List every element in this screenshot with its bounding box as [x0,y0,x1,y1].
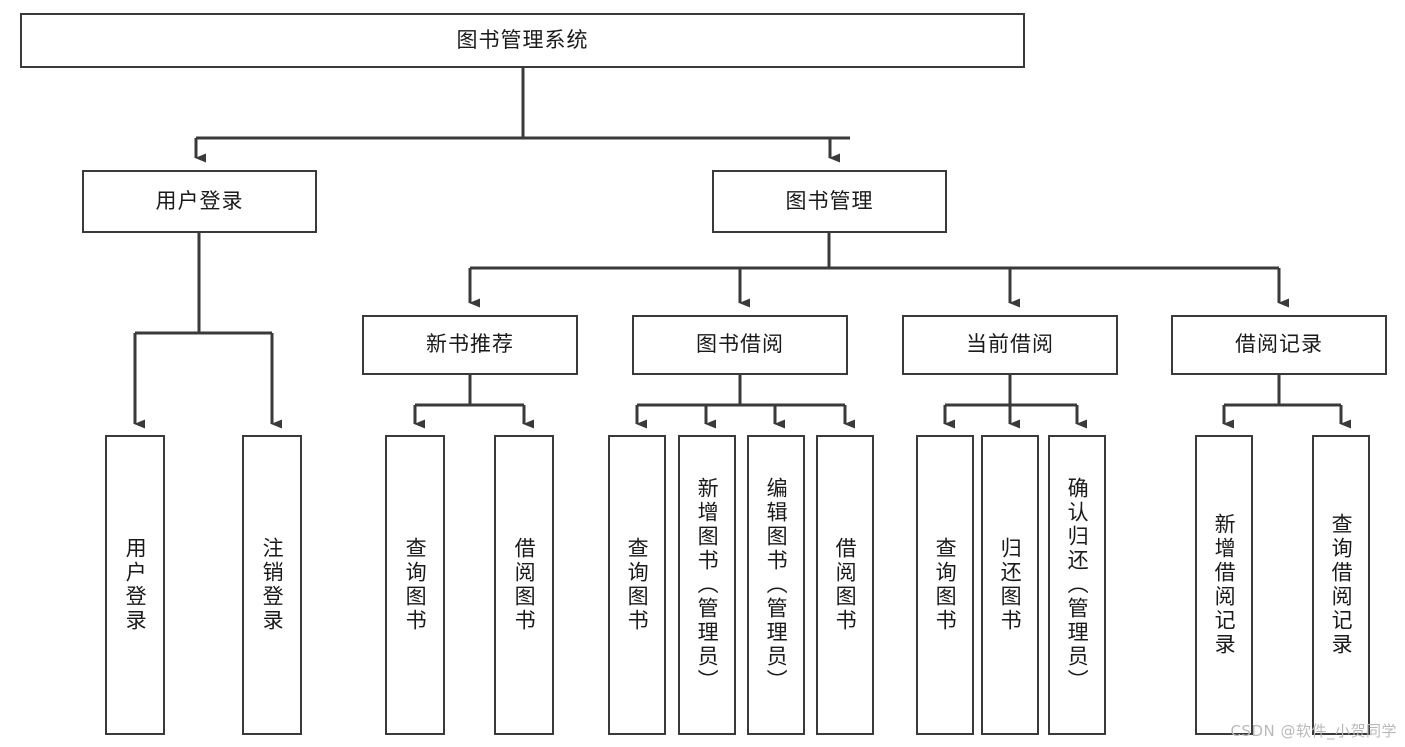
node-book-borrow[interactable]: 图书借阅 [632,315,848,375]
node-label: 归还图书 [998,537,1023,633]
node-leaf-recommend-query-book[interactable]: 查询图书 [385,435,445,735]
node-label: 新书推荐 [426,332,514,357]
node-label: 图书借阅 [696,332,784,357]
node-label: 图书管理系统 [456,27,589,52]
node-leaf-borrow-query-book[interactable]: 查询图书 [608,435,666,735]
node-leaf-borrow-borrow-book[interactable]: 借阅图书 [816,435,874,735]
node-label: 用户登录 [155,188,244,213]
node-label: 查询借阅记录 [1329,513,1354,657]
node-label: 查询图书 [933,537,958,633]
node-label: 注销登录 [260,537,285,633]
watermark-text: CSDN @软件_小贺同学 [1230,722,1397,740]
node-label: 图书管理 [785,188,874,213]
node-label: 借阅记录 [1235,332,1323,357]
node-leaf-borrow-edit-book[interactable]: 编辑图书（管理员） [747,435,805,735]
node-leaf-current-return-book[interactable]: 归还图书 [981,435,1039,735]
node-label: 新增借阅记录 [1212,513,1237,657]
node-label: 当前借阅 [966,332,1054,357]
node-label: 编辑图书（管理员） [764,477,789,693]
node-borrow-record[interactable]: 借阅记录 [1171,315,1387,375]
node-user-login[interactable]: 用户登录 [82,170,317,233]
node-current-borrow[interactable]: 当前借阅 [902,315,1118,375]
node-leaf-record-add[interactable]: 新增借阅记录 [1195,435,1253,735]
node-label: 借阅图书 [512,537,537,633]
node-label: 查询图书 [625,537,650,633]
node-leaf-user-login[interactable]: 用户登录 [105,435,165,735]
node-root-book-management-system[interactable]: 图书管理系统 [20,13,1025,68]
node-label: 借阅图书 [833,537,858,633]
node-book-management[interactable]: 图书管理 [712,170,947,233]
node-leaf-user-logout[interactable]: 注销登录 [242,435,302,735]
node-leaf-borrow-add-book[interactable]: 新增图书（管理员） [678,435,736,735]
node-leaf-current-query-book[interactable]: 查询图书 [916,435,974,735]
node-label: 查询图书 [403,537,428,633]
node-leaf-recommend-borrow-book[interactable]: 借阅图书 [494,435,554,735]
node-label: 确认归还（管理员） [1065,477,1090,693]
node-leaf-record-query[interactable]: 查询借阅记录 [1312,435,1370,735]
node-new-book-recommend[interactable]: 新书推荐 [362,315,578,375]
node-label: 新增图书（管理员） [695,477,720,693]
node-leaf-current-confirm-return[interactable]: 确认归还（管理员） [1048,435,1106,735]
node-label: 用户登录 [123,537,148,633]
